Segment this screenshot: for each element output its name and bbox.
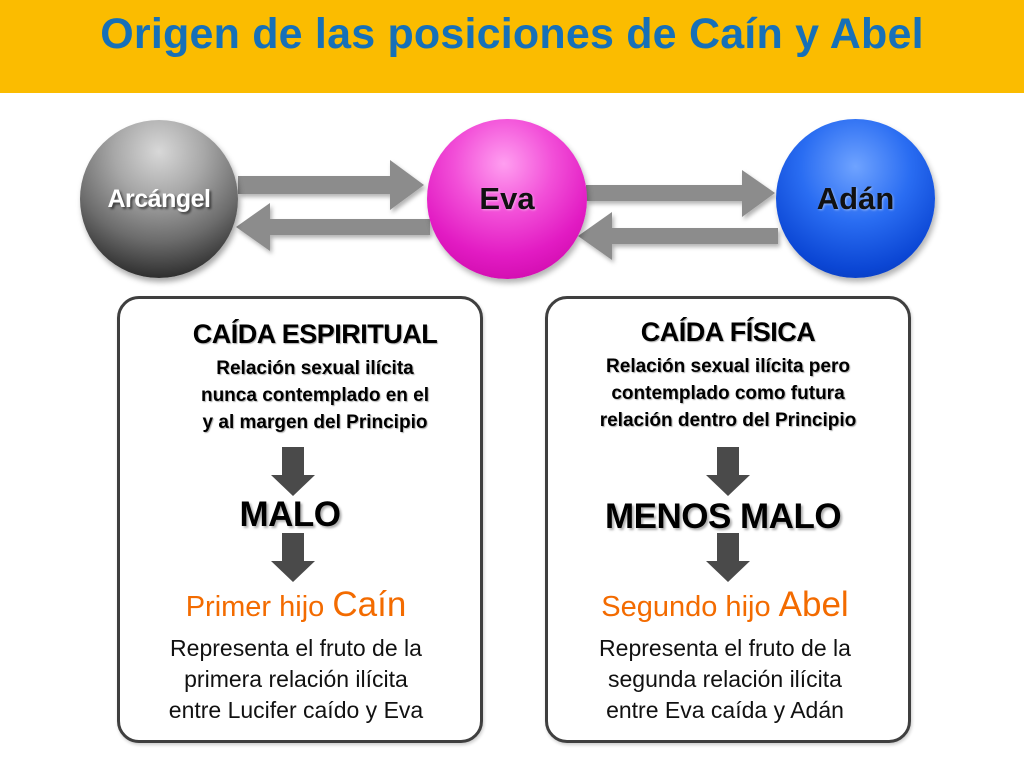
arrow-arcangel-to-eva <box>238 160 424 210</box>
down-arrow-icon <box>271 533 315 582</box>
panel-description: Relación sexual ilícita nunca contemplad… <box>160 355 470 436</box>
title-banner <box>0 0 1024 93</box>
panel-description: Relación sexual ilícita pero contemplado… <box>538 353 918 434</box>
judgement-label: MALO <box>239 495 341 534</box>
down-arrow-icon <box>706 533 750 582</box>
panel-heading: CAÍDA ESPIRITUAL <box>192 319 438 349</box>
son-label: Primer hijo Caín <box>120 585 472 625</box>
description-line: Relación sexual ilícita pero <box>606 356 850 377</box>
son-prefix: Segundo hijo <box>601 591 771 623</box>
description-line: contemplado como futura <box>611 383 845 404</box>
eva-node: Eva <box>427 119 587 279</box>
relation-arrows <box>236 160 778 260</box>
down-arrow-icon <box>706 447 750 496</box>
arrow-eva-to-arcangel <box>236 203 430 251</box>
arrow-adan-to-eva <box>578 212 778 260</box>
son-name: Caín <box>332 585 407 624</box>
description-line: Relación sexual ilícita <box>216 358 414 379</box>
adan-node: Adán <box>776 119 935 278</box>
result-line: Representa el fruto de la <box>599 635 851 661</box>
judgement-label: MENOS MALO <box>604 497 842 536</box>
son-name: Abel <box>778 585 849 624</box>
result-line: entre Lucifer caído y Eva <box>168 697 424 723</box>
result-line: entre Eva caída y Adán <box>606 697 844 723</box>
description-line: nunca contemplado en el <box>200 385 430 406</box>
spiritual-fall-panel: CAÍDA ESPIRITUAL Relación sexual ilícita… <box>117 296 483 743</box>
result-line: primera relación ilícita <box>184 666 408 692</box>
physical-fall-panel: CAÍDA FÍSICA Relación sexual ilícita per… <box>545 296 911 743</box>
panel-heading: CAÍDA FÍSICA <box>640 317 816 347</box>
description-line: y al margen del Principio <box>202 412 428 433</box>
page-title: Origen de las posiciones de Caín y Abel <box>100 10 924 58</box>
son-description: Representa el fruto de la segunda relaci… <box>542 633 908 726</box>
son-description: Representa el fruto de la primera relaci… <box>120 633 472 726</box>
down-arrow-icon <box>271 447 315 496</box>
adan-label: Adán <box>816 180 895 216</box>
arcangel-node: Arcángel <box>80 120 238 278</box>
result-line: segunda relación ilícita <box>608 666 842 692</box>
son-label: Segundo hijo Abel <box>542 585 908 625</box>
description-line: relación dentro del Principio <box>599 410 857 431</box>
arrow-eva-to-adan <box>586 170 775 217</box>
eva-label: Eva <box>479 181 535 216</box>
result-line: Representa el fruto de la <box>170 635 422 661</box>
arcangel-label: Arcángel <box>107 184 211 213</box>
son-prefix: Primer hijo <box>185 591 325 623</box>
